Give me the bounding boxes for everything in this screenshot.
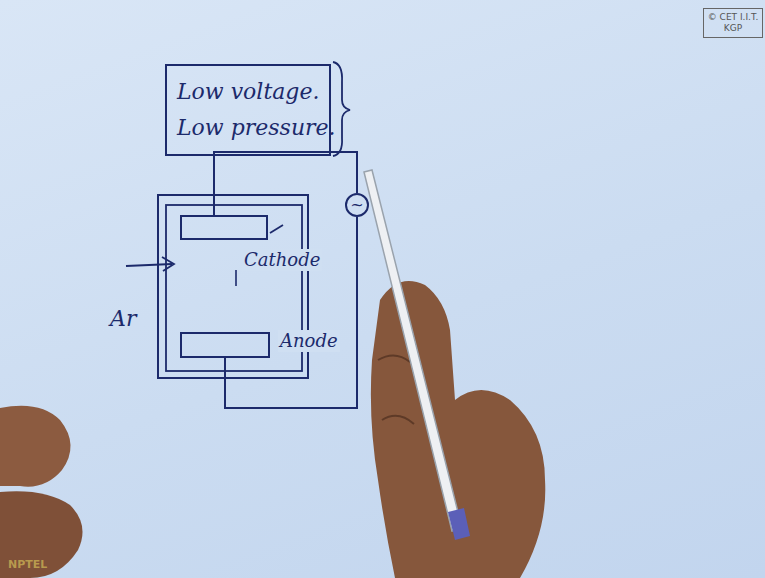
hand [0, 406, 71, 487]
node-text: Cathode [242, 249, 322, 271]
wire [225, 217, 357, 408]
gas-label: Ar [110, 306, 136, 331]
gas-inlet-arrow [126, 264, 172, 266]
node-text: © CET I.I.T. KGP [704, 12, 762, 34]
leader-line [270, 225, 283, 233]
node-text: Low pressure. [177, 110, 319, 146]
pen [448, 508, 470, 540]
watermark-text: NPTEL [8, 558, 47, 571]
node-text: ~ [350, 197, 363, 213]
hand [378, 355, 414, 424]
cathode-plate: Cathode [180, 215, 268, 240]
brace [333, 62, 350, 156]
centre-mark [235, 270, 237, 286]
hand [371, 281, 545, 578]
ac-source: ~ [345, 193, 369, 217]
node-text: Low voltage. [177, 74, 319, 110]
note-box: Low voltage.Low pressure. [165, 64, 331, 156]
wire [214, 152, 357, 215]
gas-inlet-arrowhead [162, 257, 174, 271]
anode-plate: Anode [180, 332, 270, 358]
watermark-box: © CET I.I.T. KGP [703, 8, 763, 38]
pen [364, 170, 462, 531]
hand [0, 491, 83, 578]
node-text: Anode [278, 330, 340, 352]
